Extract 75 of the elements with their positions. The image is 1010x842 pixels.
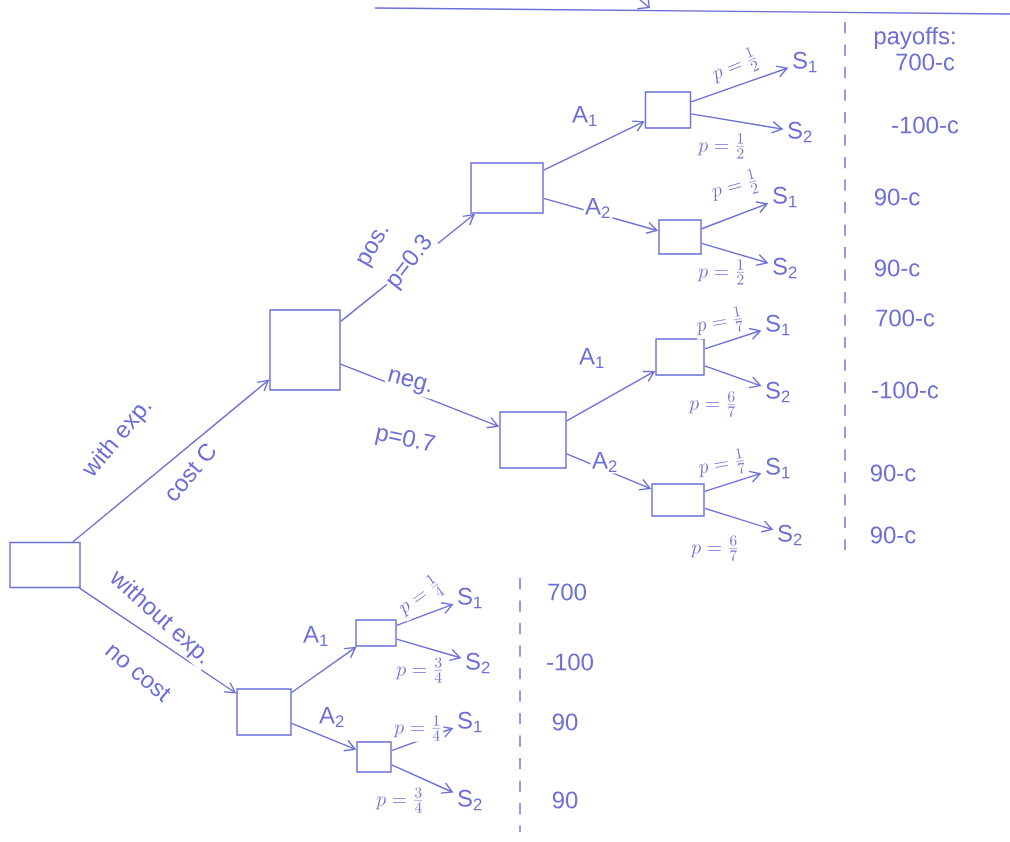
arrow [704,365,762,389]
arrow [291,646,357,694]
arrow [701,242,769,267]
text-label: 700-c [873,308,937,328]
edge-label: $p=\frac{1}{2}$ [696,258,748,286]
outcome-label: S$_{1}$ [766,457,790,479]
outcome-label: S$_{2}$ [788,121,812,143]
edge-label: $p=\frac{6}{7}$ [687,390,739,418]
edge-label: A$_{1}$ [570,104,600,128]
edge-label: $p=\frac{1}{2}$ [706,43,764,89]
arrow [690,65,789,103]
arrow [396,638,462,662]
decision-box [9,541,81,589]
edge-label: A$_{1}$ [301,624,331,648]
outcome-label: S$_{1}$ [458,711,482,733]
text-label: -100 [544,652,596,672]
arrow [72,379,270,543]
decision-box [356,741,392,773]
text-label: 90 [550,790,580,810]
edge-label: $p=\frac{3}{4}$ [374,786,426,814]
arrow [396,602,454,626]
arrow [391,764,454,794]
edge-label: p=0.7 [371,421,439,459]
outcome-label: S$_{1}$ [458,587,482,609]
arrow [78,587,237,694]
edge-label: $p=\frac{1}{7}$ [694,446,750,482]
edge-label: $p=\frac{1}{7}$ [692,304,748,340]
outcome-label: S$_{2}$ [766,381,790,403]
decision-box [644,91,692,129]
text-label: 90-c [868,463,918,483]
text-label: neg. [383,366,437,400]
edge-label: A$_{2}$ [590,450,620,474]
text-label: 700-c [893,52,957,72]
arrow [704,470,762,493]
decision-box [655,338,705,376]
text-label: cost C [159,438,221,506]
text-label: 90 [550,712,580,732]
outcome-label: S$_{2}$ [778,524,802,546]
edge-label: $p=\frac{1}{4}$ [392,714,444,742]
decision-box [269,309,341,391]
outcome-label: S$_{1}$ [793,51,817,73]
outcome-label: S$_{1}$ [773,186,797,208]
edge-label: A$_{1}$ [577,346,607,370]
edge-label: $p=\frac{1}{4}$ [391,570,449,622]
arrow [291,722,357,752]
outcome-label: S$_{1}$ [766,314,790,336]
decision-box [499,411,567,469]
edge-label: $p=\frac{1}{2}$ [696,132,748,160]
decision-box [658,219,702,255]
edge-label: A$_{2}$ [317,705,347,729]
outcome-label: S$_{2}$ [773,257,797,279]
arrow [566,370,656,422]
arrow [704,327,762,350]
outcome-label: S$_{2}$ [466,652,490,674]
text-label: payoffs: [871,25,959,51]
decision-box [355,619,397,647]
edge-label: $p=\frac{3}{4}$ [394,656,446,684]
arrow [690,113,784,134]
edge-label: with exp. [77,392,159,484]
text-label: -100-c [889,115,961,135]
text-label: 90-c [872,258,922,278]
arrow [704,507,774,533]
decision-box [236,688,292,736]
text-label: 700 [545,582,589,602]
text-label: 90-c [868,525,918,545]
decision-box [651,483,705,517]
text-label: 90-c [872,187,922,207]
edge-label: A$_{2}$ [583,196,613,220]
text-label: -100-c [869,380,941,400]
arrow [543,120,645,171]
edge-label: $p=\frac{6}{7}$ [689,534,741,562]
edge-label: $p=\frac{1}{2}$ [707,166,763,206]
arrow [701,201,769,230]
decision-box [470,162,544,214]
outcome-label: S$_{2}$ [458,789,482,811]
